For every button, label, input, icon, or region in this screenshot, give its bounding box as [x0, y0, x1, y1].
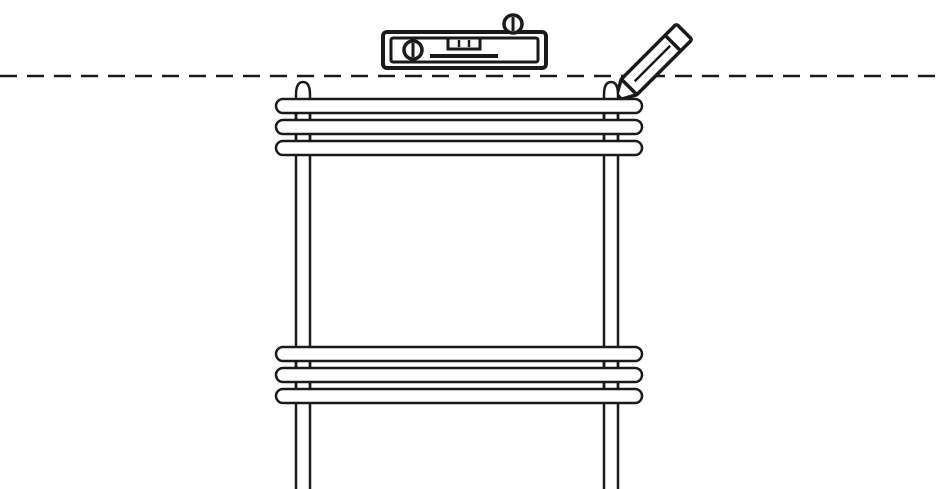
upright-overlaps: [294, 113, 620, 389]
right-upright: [602, 80, 620, 489]
lower-bar: [274, 345, 644, 363]
pencil-icon: [613, 23, 693, 103]
lower-bar-group: [274, 345, 644, 405]
upper-bar: [274, 139, 644, 157]
lower-bar: [274, 366, 644, 384]
upper-bar-group: [274, 97, 644, 157]
lower-bar: [274, 387, 644, 405]
upper-bar: [274, 118, 644, 136]
upper-bar: [274, 97, 644, 115]
left-upright: [294, 80, 312, 489]
towel-rail: [274, 80, 644, 489]
spirit-level-icon: [381, 13, 548, 70]
